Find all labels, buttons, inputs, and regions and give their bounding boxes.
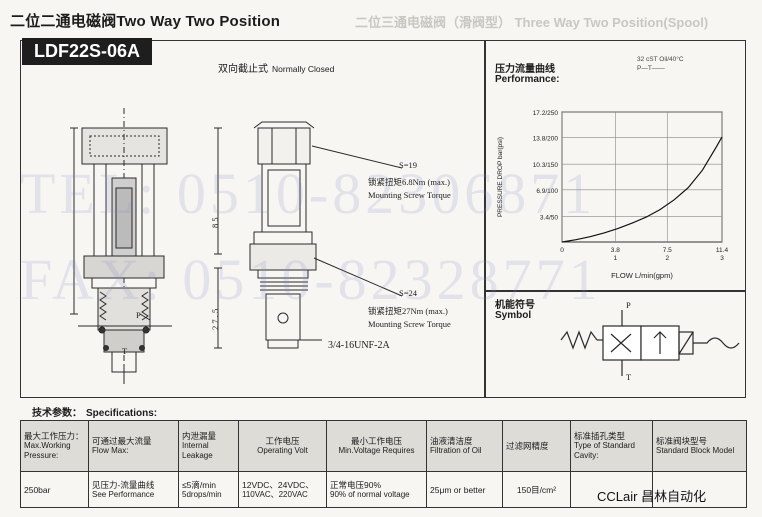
performance-title-en: Performance:	[495, 74, 560, 85]
dimension-27-5: 2 7 . 5	[210, 308, 220, 330]
ghost-title: 二位三通电磁阀（滑阀型） Three Way Two Position(Spoo…	[355, 15, 709, 30]
spec-title-cn: 技术参数：	[32, 408, 82, 419]
performance-title-cn: 压力流量曲线	[495, 64, 555, 75]
valve-symbol	[560, 310, 740, 376]
y-tick-label: 13.8/200	[533, 136, 559, 143]
spec-value-cell: 150目/cm²	[502, 471, 571, 508]
model-badge: LDF22S-06A	[22, 38, 152, 65]
normally-cn: 双向截止式	[218, 64, 268, 75]
oil-note: 32 cST Oil/40°C	[637, 56, 684, 63]
symbol-port-p: P	[626, 300, 631, 310]
plot-area	[561, 111, 723, 243]
y-tick-label: 6.9/100	[536, 188, 558, 195]
normally-closed-label: 双向截止式 Normally Closed	[218, 60, 334, 75]
port-t-label: T	[122, 346, 128, 356]
torque-label-bottom-en: Mounting Screw Torque	[368, 319, 451, 329]
spec-title-en: Specifications:	[86, 408, 158, 419]
x-tick-label: 0	[560, 247, 564, 254]
performance-chart: 3.4/50 6.9/100 10.3/150 13.8/200 17.2/250 0 3.…	[497, 110, 729, 280]
x-tick-label-gpm: 2	[665, 255, 669, 262]
spec-title: 技术参数： Specifications:	[32, 404, 157, 419]
spec-value-cell	[570, 471, 653, 508]
brand-watermark: CCLair 昌林自动化	[597, 489, 707, 504]
series-line	[561, 136, 723, 243]
vertical-divider	[484, 40, 486, 398]
chart-legend: P—T——	[637, 65, 665, 72]
x-tick-label: 3.8	[611, 247, 620, 254]
torque-label-bottom-cn: 锁紧扭矩27Nm (max.)	[368, 306, 448, 316]
hex-size-label-bottom: S=24	[399, 288, 418, 298]
horizontal-divider	[484, 290, 746, 292]
title-en: Two Way Two Position	[116, 13, 281, 30]
page-title: 二位二通电磁阀Two Way Two Position	[10, 10, 280, 31]
y-tick-label: 3.4/50	[540, 214, 558, 221]
x-tick-label-gpm: 1	[614, 255, 618, 262]
port-p-label: P	[136, 310, 141, 320]
y-tick-label: 10.3/150	[533, 162, 559, 169]
hex-size-label-top: S=19	[399, 160, 418, 170]
symbol-title-en: Symbol	[495, 310, 532, 321]
x-tick-label: 7.5	[663, 247, 672, 254]
spec-value-cell: 12VDC、24VDC、110VAC、220VAC	[238, 471, 327, 508]
spec-header-cell: 最大工作压力：Max.Working Pressure:	[20, 419, 89, 473]
y-axis-label: PRESSURE DROP bar(psi)	[497, 137, 504, 217]
spec-value-cell	[652, 471, 747, 508]
spec-value-cell: 25μm or better	[426, 471, 503, 508]
title-cn: 二位二通电磁阀	[10, 13, 117, 30]
valve-drawing	[70, 108, 403, 384]
normally-en: Normally Closed	[272, 64, 335, 74]
x-axis-label: FLOW L/min(gpm)	[611, 271, 673, 280]
symbol-title-cn: 机能符号	[495, 300, 535, 311]
spec-value-cell: 250bar	[20, 471, 89, 508]
thread-label: 3/4-16UNF-2A	[328, 340, 390, 351]
spec-header-cell: 过滤网精度	[502, 419, 571, 473]
symbol-port-t: T	[626, 372, 632, 382]
x-tick-label: 11.4	[716, 247, 729, 254]
torque-label-top-en: Mounting Screw Torque	[368, 190, 451, 200]
spec-value-cell: 正常电压90%90% of normal voltage	[326, 471, 427, 508]
dimension-85: 8 5	[210, 217, 220, 228]
y-tick-label: 17.2/250	[533, 110, 559, 117]
x-tick-label-gpm: 3	[720, 255, 724, 262]
torque-label-top-cn: 锁紧扭矩6.8Nm (max.)	[368, 177, 450, 187]
main-frame	[20, 40, 746, 398]
